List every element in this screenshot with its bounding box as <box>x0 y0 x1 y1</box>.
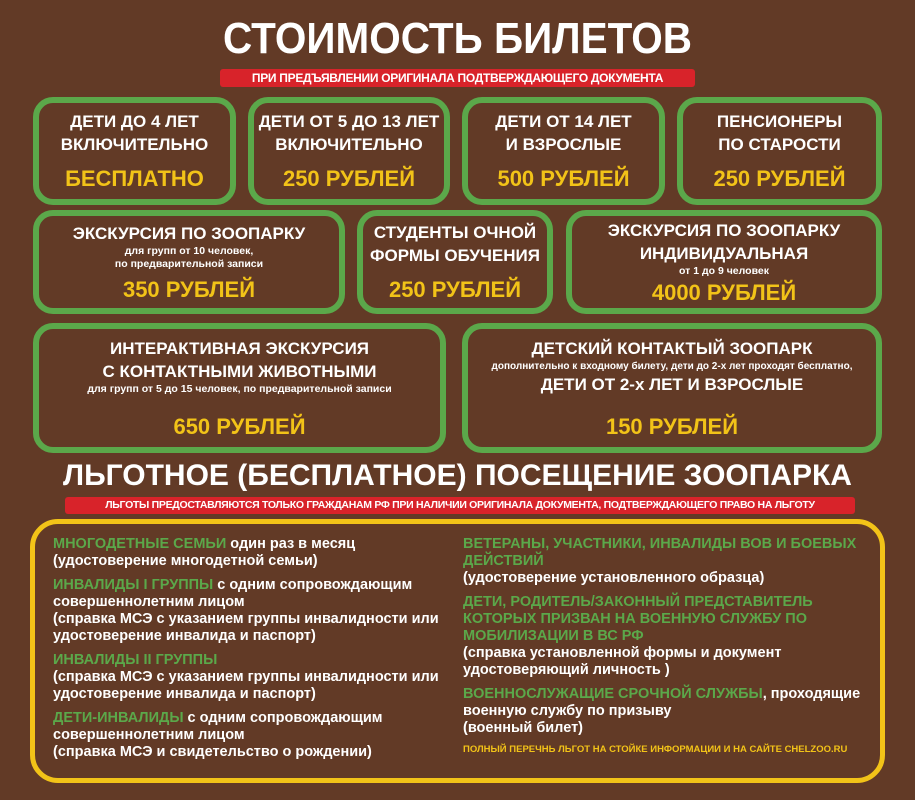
benefit-document: (справка установленной формы и документ … <box>463 645 782 678</box>
ticket-price: 650 РУБЛЕЙ <box>173 413 306 439</box>
ticket-note: от 1 до 9 человек <box>678 264 769 277</box>
ticket-card-students: СТУДЕНТЫ ОЧНОЙ ФОРМЫ ОБУЧЕНИЯ 250 РУБЛЕЙ <box>357 210 553 314</box>
ticket-card-individual-excursion: ЭКСКУРСИЯ ПО ЗООПАРКУ ИНДИВИДУАЛЬНАЯ от … <box>566 210 882 314</box>
ticket-price: БЕСПЛАТНО <box>65 166 204 191</box>
ticket-price: 250 РУБЛЕЙ <box>713 166 846 191</box>
ticket-price: 250 РУБЛЕЙ <box>388 277 522 302</box>
benefit-category: МНОГОДЕТНЫЕ СЕМЬИ <box>53 536 227 552</box>
benefits-panel: МНОГОДЕТНЫЕ СЕМЬИ один раз в месяц (удос… <box>30 519 885 783</box>
ticket-label: СТУДЕНТЫ ОЧНОЙ <box>373 223 537 242</box>
benefits-column-left: МНОГОДЕТНЫЕ СЕМЬИ один раз в месяц (удос… <box>53 536 463 768</box>
benefit-document: (удостоверение установленного образца) <box>463 570 765 586</box>
benefit-condition: один раз в месяц <box>226 536 356 552</box>
ticket-note: по предварительной записи <box>114 257 264 270</box>
benefit-item: ВЕТЕРАНЫ, УЧАСТНИКИ, ИНВАЛИДЫ ВОВ И БОЕВ… <box>463 536 873 587</box>
document-requirement-banner: ПРИ ПРЕДЪЯВЛЕНИИ ОРИГИНАЛА ПОДТВЕРЖДАЮЩЕ… <box>220 69 695 87</box>
benefit-document: (удостоверение многодетной семьи) <box>53 553 318 569</box>
ticket-label: ДЕТИ ОТ 5 ДО 13 ЛЕТ <box>258 112 440 131</box>
benefit-category: ДЕТИ-ИНВАЛИДЫ <box>53 710 184 726</box>
ticket-note: для групп от 5 до 15 человек, по предвар… <box>87 382 392 395</box>
ticket-note: для групп от 10 человек, <box>124 244 254 257</box>
ticket-card-14-and-adults: ДЕТИ ОТ 14 ЛЕТ И ВЗРОСЛЫЕ 500 РУБЛЕЙ <box>462 97 665 205</box>
benefit-document: (военный билет) <box>463 720 584 736</box>
benefit-item: ДЕТИ-ИНВАЛИДЫ с одним сопровождающим сов… <box>53 710 463 761</box>
ticket-label: ДЕТИ ОТ 2-х ЛЕТ И ВЗРОСЛЫЕ <box>540 374 804 394</box>
ticket-price: 350 РУБЛЕЙ <box>122 276 256 302</box>
ticket-label: ИНДИВИДУАЛЬНАЯ <box>639 243 809 263</box>
ticket-price: 150 РУБЛЕЙ <box>605 413 739 439</box>
ticket-label: ДЕТИ ДО 4 ЛЕТ <box>70 112 199 131</box>
ticket-price: 250 РУБЛЕЙ <box>282 166 416 191</box>
benefit-item: ИНВАЛИДЫ I ГРУППЫ с одним сопровождающим… <box>53 577 463 645</box>
benefits-requirement-banner: ЛЬГОТЫ ПРЕДОСТАВЛЯЮТСЯ ТОЛЬКО ГРАЖДАНАМ … <box>65 497 855 514</box>
ticket-label: ЭКСКУРСИЯ ПО ЗООПАРКУ <box>607 220 841 240</box>
ticket-card-kids-5-13: ДЕТИ ОТ 5 ДО 13 ЛЕТ ВКЛЮЧИТЕЛЬНО 250 РУБ… <box>248 97 450 205</box>
benefits-column-right: ВЕТЕРАНЫ, УЧАСТНИКИ, ИНВАЛИДЫ ВОВ И БОЕВ… <box>463 536 873 755</box>
ticket-card-petting-zoo: ДЕТСКИЙ КОНТАКТЫЙ ЗООПАРК дополнительно … <box>462 323 882 453</box>
page-title: СТОИМОСТЬ БИЛЕТОВ <box>222 14 693 63</box>
ticket-label: ВКЛЮЧИТЕЛЬНО <box>275 135 423 154</box>
benefit-category: ИНВАЛИДЫ I ГРУППЫ <box>53 577 214 593</box>
ticket-label: ФОРМЫ ОБУЧЕНИЯ <box>370 246 540 265</box>
ticket-label: ВКЛЮЧИТЕЛЬНО <box>60 135 209 154</box>
ticket-label: И ВЗРОСЛЫЕ <box>505 135 622 154</box>
benefit-condition: с одним сопровождающим совершеннолетним … <box>53 710 383 743</box>
benefit-category: ИНВАЛИДЫ II ГРУППЫ <box>53 652 218 668</box>
benefits-title: ЛЬГОТНОЕ (БЕСПЛАТНОЕ) ПОСЕЩЕНИЕ ЗООПАРКА <box>63 459 852 492</box>
ticket-card-pensioners: ПЕНСИОНЕРЫ ПО СТАРОСТИ 250 РУБЛЕЙ <box>677 97 882 205</box>
benefit-item: ВОЕННОСЛУЖАЩИЕ СРОЧНОЙ СЛУЖБЫ, проходящи… <box>463 686 873 737</box>
ticket-label: ЭКСКУРСИЯ ПО ЗООПАРКУ <box>72 223 306 243</box>
ticket-note: дополнительно к входному билету, дети до… <box>491 360 853 372</box>
ticket-card-group-excursion: ЭКСКУРСИЯ ПО ЗООПАРКУ для групп от 10 че… <box>33 210 345 314</box>
ticket-card-interactive-excursion: ИНТЕРАКТИВНАЯ ЭКСКУРСИЯ С КОНТАКТНЫМИ ЖИ… <box>33 323 446 453</box>
ticket-label: С КОНТАКТНЫМИ ЖИВОТНЫМИ <box>102 361 377 381</box>
benefits-footnote: ПОЛНЫЙ ПЕРЕЧНЬ ЛЬГОТ НА СТОЙКЕ ИНФОРМАЦИ… <box>463 744 848 755</box>
ticket-label: ДЕТИ ОТ 14 ЛЕТ <box>495 112 632 131</box>
ticket-price: 500 РУБЛЕЙ <box>497 166 630 191</box>
benefit-document: (справка МСЭ с указанием группы инвалидн… <box>53 611 439 644</box>
benefit-condition: с одним сопровождающим совершеннолетним … <box>53 577 413 610</box>
benefit-item: ДЕТИ, РОДИТЕЛЬ/ЗАКОННЫЙ ПРЕДСТАВИТЕЛЬ КО… <box>463 594 873 679</box>
benefit-category: ВОЕННОСЛУЖАЩИЕ СРОЧНОЙ СЛУЖБЫ <box>463 686 763 702</box>
ticket-label: ИНТЕРАКТИВНАЯ ЭКСКУРСИЯ <box>109 338 370 358</box>
benefit-category: ВЕТЕРАНЫ, УЧАСТНИКИ, ИНВАЛИДЫ ВОВ И БОЕВ… <box>463 536 857 569</box>
ticket-card-kids-under-4: ДЕТИ ДО 4 ЛЕТ ВКЛЮЧИТЕЛЬНО БЕСПЛАТНО <box>33 97 236 205</box>
benefit-category: ДЕТИ, РОДИТЕЛЬ/ЗАКОННЫЙ ПРЕДСТАВИТЕЛЬ КО… <box>463 594 813 644</box>
ticket-label: ПО СТАРОСТИ <box>718 135 841 154</box>
benefit-condition: , проходящие военную службу по призыву <box>463 686 861 719</box>
benefit-item: МНОГОДЕТНЫЕ СЕМЬИ один раз в месяц (удос… <box>53 536 463 570</box>
ticket-price: 4000 РУБЛЕЙ <box>651 279 797 305</box>
ticket-label: ПЕНСИОНЕРЫ <box>716 112 843 131</box>
benefit-document: (справка МСЭ и свидетельство о рождении) <box>53 744 372 760</box>
benefit-document: (справка МСЭ с указанием группы инвалидн… <box>53 669 439 702</box>
ticket-label: ДЕТСКИЙ КОНТАКТЫЙ ЗООПАРК <box>531 338 813 358</box>
benefit-item: ИНВАЛИДЫ II ГРУППЫ (справка МСЭ с указан… <box>53 652 463 703</box>
